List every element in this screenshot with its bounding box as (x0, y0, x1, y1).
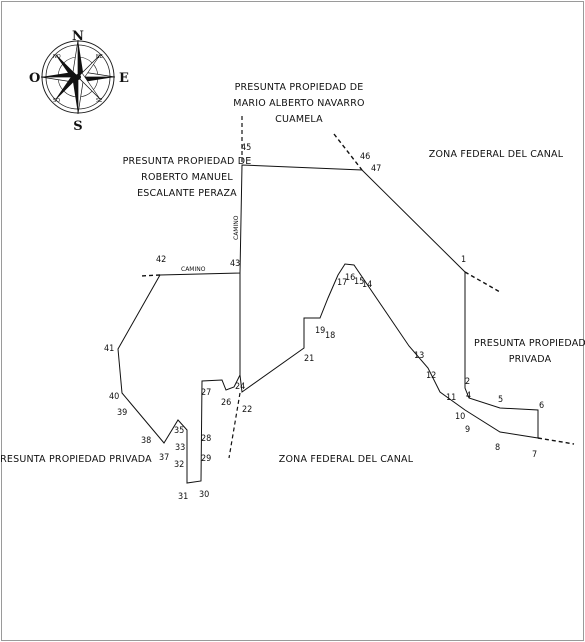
vertex-label-14: 14 (362, 280, 372, 290)
vertex-label-33: 33 (175, 443, 185, 453)
svg-text:MARIO ALBERTO NAVARRO: MARIO ALBERTO NAVARRO (233, 98, 364, 109)
vertex-label-31: 31 (178, 492, 188, 502)
vertex-label-47: 47 (371, 164, 381, 174)
boundary-extension-7 (537, 437, 575, 445)
vertex-label-1: 1 (461, 255, 466, 265)
compass-north-label: N (72, 29, 84, 44)
canal-zone-label-north: ZONA FEDERAL DEL CANAL (429, 149, 564, 160)
private-label-west: PRESUNTA PROPIEDAD PRIVADA (0, 454, 152, 465)
boundary-extension-22 (228, 392, 241, 459)
vertex-label-4: 4 (466, 391, 471, 401)
vertex-label-30: 30 (199, 490, 209, 500)
vertex-label-27: 27 (201, 388, 211, 398)
vertex-label-32: 32 (174, 460, 184, 470)
vertex-label-8: 8 (495, 443, 500, 453)
svg-text:PRIVADA: PRIVADA (509, 354, 552, 365)
vertex-label-42: 42 (156, 255, 166, 265)
vertex-label-10: 10 (455, 412, 465, 422)
vertex-label-2: 2 (465, 377, 470, 387)
vertex-label-37: 37 (159, 453, 169, 463)
compass-south-label: S (73, 119, 82, 134)
owner-label-north: PRESUNTA PROPIEDAD DE MARIO ALBERTO NAVA… (233, 82, 364, 125)
vertex-label-26: 26 (221, 398, 231, 408)
svg-text:PRESUNTA PROPIEDAD: PRESUNTA PROPIEDAD (474, 338, 585, 349)
vertex-label-11: 11 (446, 393, 456, 403)
vertex-label-18: 18 (325, 331, 335, 341)
road-label-vertical: CAMINO (233, 215, 240, 240)
private-label-east: PRESUNTA PROPIEDAD PRIVADA (474, 338, 585, 365)
boundary-extension-1 (464, 271, 501, 293)
vertex-label-16: 16 (345, 273, 355, 283)
vertex-label-39: 39 (117, 408, 127, 418)
vertex-label-15: 15 (354, 277, 364, 287)
vertex-label-28: 28 (201, 434, 211, 444)
vertex-label-35: 35 (174, 426, 184, 436)
vertex-label-41: 41 (104, 344, 114, 354)
vertex-label-43: 43 (230, 259, 240, 269)
compass-so-label: SO (53, 98, 60, 104)
vertex-label-7: 7 (532, 450, 537, 460)
vertex-label-24: 24 (235, 382, 245, 392)
svg-text:ESCALANTE PERAZA: ESCALANTE PERAZA (137, 188, 237, 199)
compass-west-label: O (29, 71, 40, 86)
vertex-label-5: 5 (498, 395, 503, 405)
owner-label-west: PRESUNTA PROPIEDAD DE ROBERTO MANUEL ESC… (123, 156, 252, 199)
vertex-label-17: 17 (337, 278, 347, 288)
compass-rose-icon: N S E O NE NO SE SO (29, 29, 129, 134)
road-label-horizontal: CAMINO (181, 266, 206, 273)
svg-text:CUAMELA: CUAMELA (275, 114, 323, 125)
compass-se-label: SE (96, 98, 102, 104)
vertex-label-40: 40 (109, 392, 119, 402)
vertex-label-13: 13 (414, 351, 424, 361)
vertex-label-45: 45 (241, 143, 251, 153)
vertex-label-19: 19 (315, 326, 325, 336)
boundary-extension-47 (333, 133, 363, 171)
vertex-label-21: 21 (304, 354, 314, 364)
compass-no-label: NO (53, 54, 61, 60)
vertex-label-12: 12 (426, 371, 436, 381)
vertex-label-29: 29 (201, 454, 211, 464)
svg-text:PRESUNTA PROPIEDAD DE: PRESUNTA PROPIEDAD DE (123, 156, 252, 167)
vertex-label-22: 22 (242, 405, 252, 415)
svg-text:PRESUNTA PROPIEDAD DE: PRESUNTA PROPIEDAD DE (235, 82, 364, 93)
vertex-label-6: 6 (539, 401, 544, 411)
boundary-extension-42 (139, 274, 161, 277)
vertex-label-46: 46 (360, 152, 370, 162)
vertex-label-9: 9 (465, 425, 470, 435)
compass-east-label: E (119, 71, 129, 86)
svg-text:ROBERTO MANUEL: ROBERTO MANUEL (141, 172, 233, 183)
vertex-label-38: 38 (141, 436, 151, 446)
canal-zone-label-south: ZONA FEDERAL DEL CANAL (279, 454, 414, 465)
parcel-boundary (117, 164, 539, 484)
compass-ne-label: NE (96, 54, 103, 60)
